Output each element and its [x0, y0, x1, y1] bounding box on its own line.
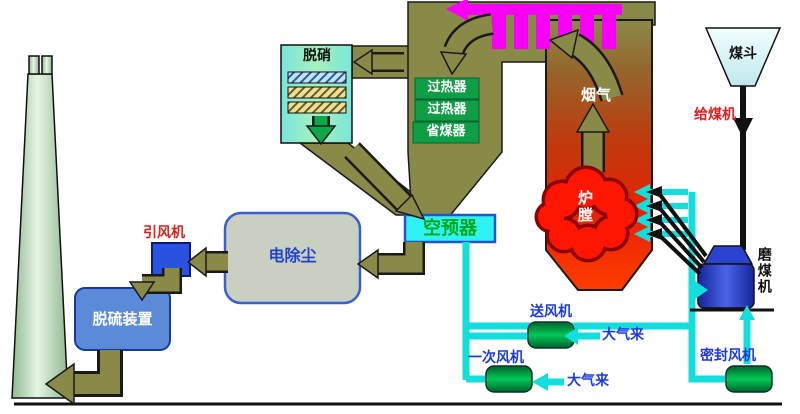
arrow-turn-into-backpass: [439, 13, 494, 76]
coal-feeder-line: [733, 86, 753, 250]
pa-fan-unit: [485, 365, 533, 393]
catalyst-layer-1: [287, 86, 347, 99]
label-coal-feeder: 给煤机: [694, 107, 736, 123]
label-flue-gas: 烟气: [580, 86, 611, 104]
superheater-plate-2: [414, 99, 480, 122]
arrow-esp-to-idfan: [186, 246, 228, 278]
label-seal-fan: 密封风机: [700, 348, 756, 364]
label-fd-fan: 送风机: [530, 304, 572, 320]
scr-flow-down-arrow: [305, 116, 337, 146]
label-superheater-1: 过热器: [427, 80, 467, 95]
flue-gas-arrows: [44, 13, 624, 406]
label-air-from-atmosphere-1: 大气来: [602, 327, 644, 343]
superheater-plate-1: [414, 77, 480, 100]
label-air-preheater: 空预器: [423, 218, 477, 239]
catalyst-layer-2: [287, 101, 347, 114]
label-desulfurization: 脱硫装置: [92, 310, 153, 328]
label-economizer: 省煤器: [426, 124, 466, 139]
coal-mill-unit: [690, 245, 774, 312]
seal-air-to-mill-arrow: [739, 305, 755, 320]
heat-exchanger-plates: [412, 77, 480, 144]
arrow-furnace-up: [575, 102, 611, 172]
atmosphere-inlet-arrow-pa: [532, 373, 564, 391]
arrow-scr-to-airheater: [344, 142, 426, 221]
arrow-fgd-to-chimney: [44, 350, 123, 406]
label-induced-draft-fan: 引风机: [143, 225, 185, 241]
scr-denitration-unit: [280, 44, 353, 146]
arrow-furnace-top-turn: [548, 28, 624, 102]
air-preheater-unit: [403, 213, 497, 244]
label-furnace: 炉膛: [576, 190, 594, 224]
chimney: [11, 55, 69, 399]
economizer-plate: [412, 121, 480, 144]
steam-header-arrow: [446, 0, 622, 21]
arrow-airheater-to-esp: [356, 242, 425, 280]
seal-fan-unit: [725, 365, 773, 393]
label-denitration: 脱硝: [303, 48, 331, 64]
coal-hopper: [704, 27, 782, 87]
label-superheater-2: 过热器: [427, 102, 467, 117]
label-air-from-atmosphere-2: 大气来: [567, 373, 609, 389]
label-precipitator: 电除尘: [268, 246, 317, 265]
label-coal-mill: 磨煤机: [755, 247, 772, 295]
atmosphere-inlet-arrow-fd: [564, 327, 600, 345]
label-coal-hopper: 煤斗: [729, 46, 757, 62]
superheater-tubes: [446, 0, 622, 49]
arrow-boiler-to-scr: [352, 48, 404, 76]
label-pa-fan: 一次风机: [468, 350, 524, 366]
furnace-flame-cloud: [534, 165, 639, 263]
coal-pipes: [646, 186, 708, 276]
ammonia-grid-layer: [287, 71, 347, 84]
arrow-idfan-to-fgd: [128, 268, 182, 302]
primary-air-to-mill-arrow: [692, 281, 708, 299]
